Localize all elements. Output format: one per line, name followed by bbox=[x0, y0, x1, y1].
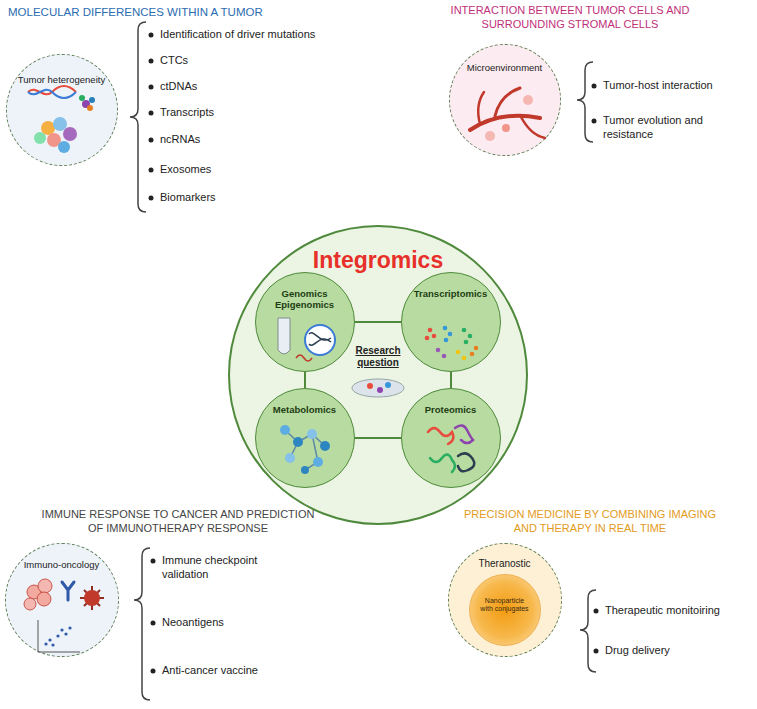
nanoparticle-circle: Nanoparticle with conjugates bbox=[469, 574, 541, 646]
brackets bbox=[130, 22, 596, 700]
node-title: Proteomics bbox=[409, 405, 493, 416]
node-title: Transcriptomics bbox=[409, 289, 493, 300]
omics-circle: Transcriptomics bbox=[401, 272, 501, 372]
bullet-item: Identification of driver mutations bbox=[160, 27, 350, 41]
bullet-item: ctDNAs bbox=[160, 79, 310, 93]
node-title: Genomics Epigenomics bbox=[263, 289, 347, 311]
bullet-item: Anti-cancer vaccine bbox=[162, 663, 292, 677]
group-circle: Microenvironment bbox=[449, 44, 561, 156]
bullet-dot bbox=[594, 649, 599, 654]
bullet-dot bbox=[149, 85, 154, 90]
section-heading: IMMUNE RESPONSE TO CANCER AND PREDICTION… bbox=[33, 507, 323, 536]
section-heading: INTERACTION BETWEEN TUMOR CELLS AND SURR… bbox=[445, 3, 695, 32]
node-title: Microenvironment bbox=[455, 63, 555, 74]
node-title: Integromics bbox=[278, 247, 478, 273]
group-circle: Immuno-oncology bbox=[5, 543, 119, 657]
omics-circle: Genomics Epigenomics bbox=[255, 272, 355, 372]
node-title: Immuno-oncology bbox=[12, 560, 112, 571]
curly-bracket bbox=[577, 62, 593, 142]
bullet-item: Biomarkers bbox=[160, 190, 310, 204]
bullet-dot bbox=[149, 59, 154, 64]
bullet-item: Tumor-host interaction bbox=[603, 78, 753, 92]
node-title: Tumor heterogeneity bbox=[12, 75, 112, 86]
group-circle: Tumor heterogeneity bbox=[6, 54, 118, 166]
bullet-item: Neoantigens bbox=[162, 615, 292, 629]
curly-bracket bbox=[134, 548, 150, 700]
node-title: Metabolomics bbox=[263, 405, 347, 416]
bullet-dot bbox=[592, 84, 597, 89]
group-circle: TheranosticNanoparticle with conjugates bbox=[448, 543, 562, 657]
central-circle: IntegromicsResearch question Genomics Epi… bbox=[228, 225, 528, 525]
section-heading: MOLECULAR DIFFERENCES WITHIN A TUMOR bbox=[8, 5, 308, 20]
bullet-dot bbox=[151, 621, 156, 626]
node-title: Theranostic bbox=[460, 558, 550, 570]
bullet-dot bbox=[151, 559, 156, 564]
bullet-item: Immune checkpoint validation bbox=[162, 553, 277, 582]
bullet-item: Therapeutic monitoiring bbox=[605, 603, 750, 617]
curly-bracket bbox=[130, 22, 146, 212]
omics-circle: Metabolomics bbox=[255, 388, 355, 488]
bullet-dot bbox=[149, 111, 154, 116]
section-heading: PRECISION MEDICINE BY COMBINING IMAGING … bbox=[460, 507, 720, 536]
bullet-dot bbox=[149, 196, 154, 201]
bullet-dot bbox=[149, 138, 154, 143]
bullet-dot bbox=[149, 33, 154, 38]
bullet-item: CTCs bbox=[160, 53, 310, 67]
curly-bracket bbox=[580, 590, 596, 672]
bullet-item: Transcripts bbox=[160, 105, 310, 119]
bullet-item: Drug delivery bbox=[605, 643, 750, 657]
bullet-dot bbox=[151, 669, 156, 674]
node-title: Nanoparticle with conjugates bbox=[479, 597, 531, 613]
bullet-item: Tumor evolution and resistance bbox=[603, 113, 753, 142]
omics-circle: Proteomics bbox=[401, 388, 501, 488]
bullet-item: Exosomes bbox=[160, 162, 310, 176]
bullet-dot bbox=[594, 609, 599, 614]
bullet-item: ncRNAs bbox=[160, 132, 310, 146]
bullet-dot bbox=[149, 168, 154, 173]
bullet-dot bbox=[592, 119, 597, 124]
node-subtitle: Research question bbox=[350, 345, 406, 368]
